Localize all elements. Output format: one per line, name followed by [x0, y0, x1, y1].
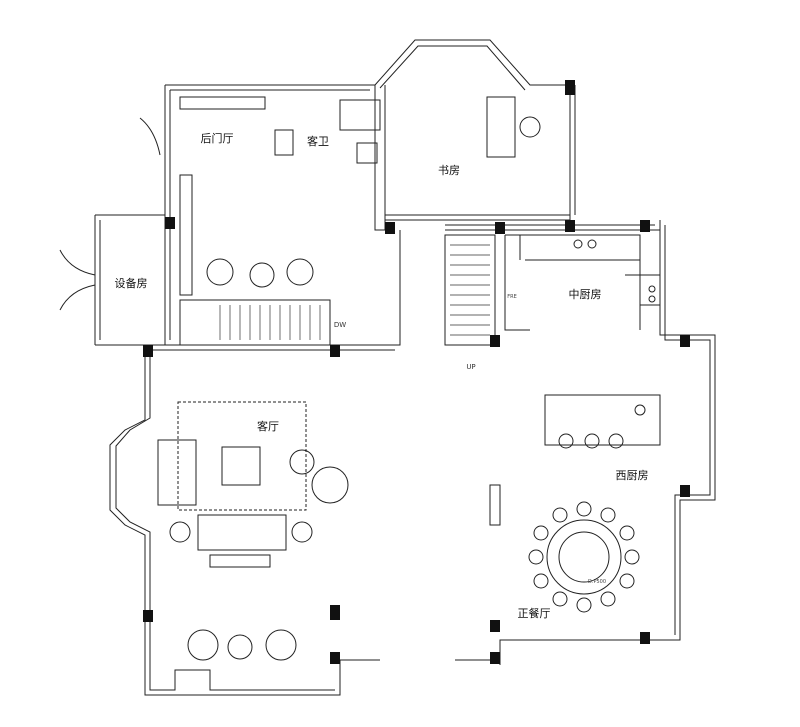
floor-plan-walls: [59, 39, 716, 696]
stair-down-label: DW: [334, 321, 346, 329]
dining-table-tag: D:P500: [588, 579, 606, 585]
structural-columns: [143, 80, 690, 664]
fridge-label: FRE: [507, 294, 517, 300]
stair-treads: [219, 244, 490, 340]
room-label-equipment-room: 设备房: [115, 276, 148, 290]
furniture: [169, 116, 656, 661]
stair-up-label: UP: [466, 363, 475, 371]
room-label-western-kitchen: 西厨房: [616, 469, 649, 482]
room-label-chinese-kitchen: 中厨房: [569, 288, 602, 301]
room-label-main-dining-hall: 正餐厅: [518, 606, 551, 620]
room-label-guest-bathroom: 客卫: [307, 134, 329, 148]
room-label-study: 书房: [438, 164, 460, 177]
room-label-living-room: 客厅: [257, 419, 279, 433]
room-label-back-entrance-hall: 后门厅: [201, 131, 234, 145]
dining-chairs: [528, 501, 640, 613]
